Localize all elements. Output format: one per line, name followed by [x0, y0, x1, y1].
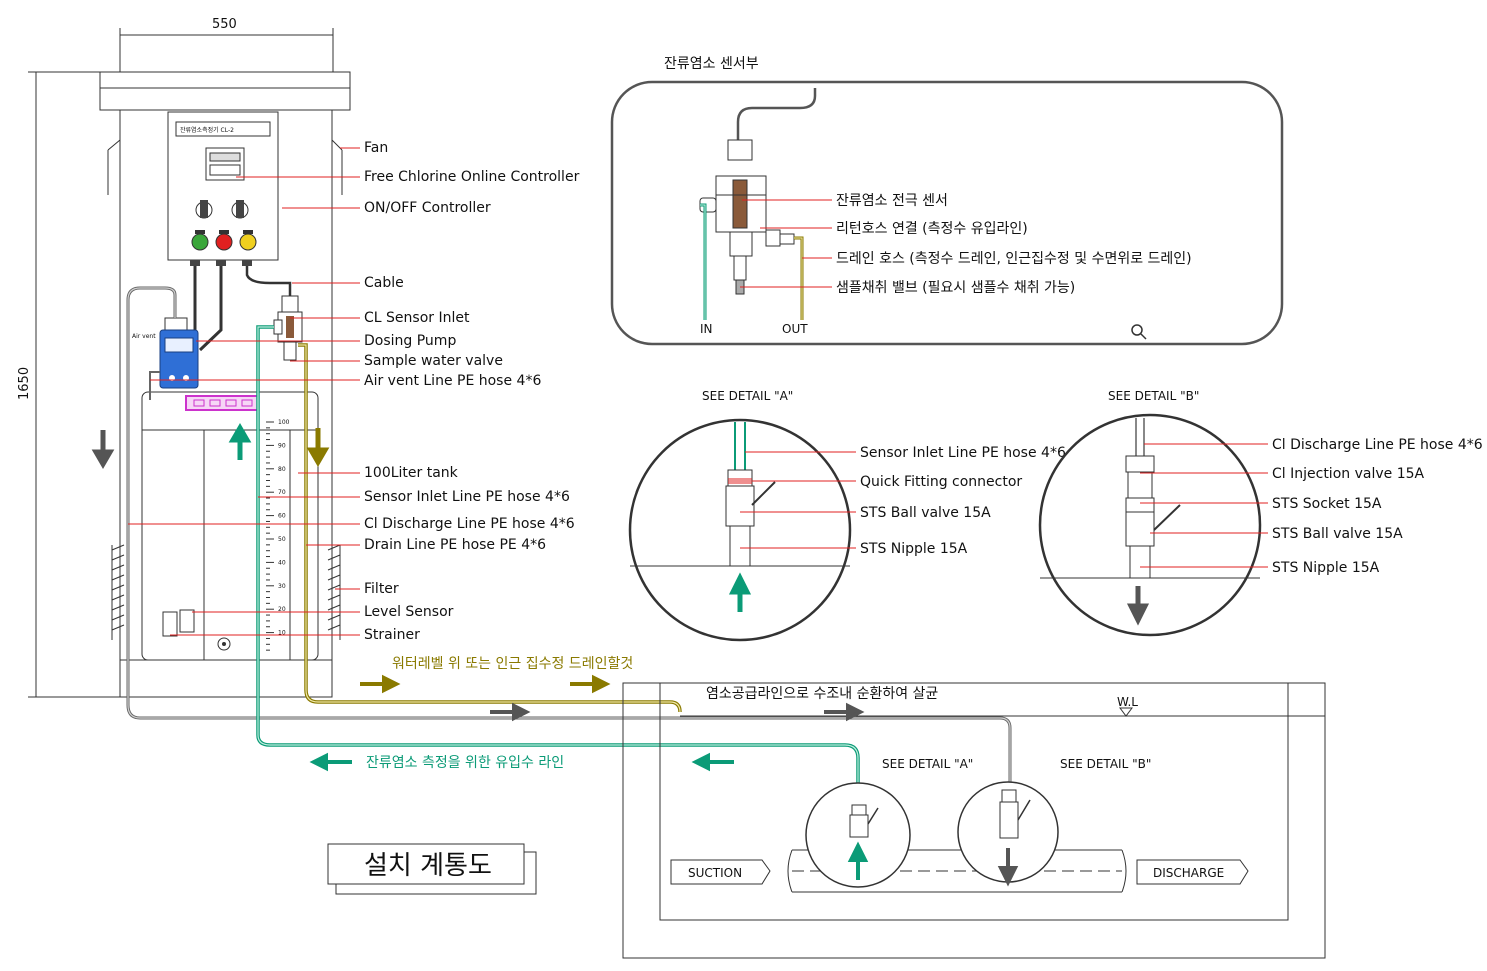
- width-dimension: 550: [212, 17, 237, 32]
- supply-note: 염소공급라인으로 수조내 순환하여 살균: [706, 686, 938, 702]
- callout-2: ON/OFF Controller: [364, 200, 491, 216]
- detail-b: SEE DETAIL "B" Cl Discharge Line PE hose…: [1038, 389, 1483, 637]
- callout-1: Free Chlorine Online Controller: [364, 169, 580, 185]
- scale-label: 100: [278, 419, 290, 426]
- detail-a-title: SEE DETAIL "A": [702, 389, 793, 403]
- air-vent-label: Air vent: [132, 333, 156, 340]
- scale-label: 20: [278, 606, 286, 613]
- callout-14: Strainer: [364, 627, 420, 643]
- callout-7: Air vent Line PE hose 4*6: [364, 373, 541, 389]
- scale-label: 80: [278, 466, 286, 473]
- detail-b-label-4: STS Ball valve 15A: [1272, 526, 1403, 542]
- callout-13: Level Sensor: [364, 604, 454, 620]
- sensor-box: 잔류염소 센서부 잔류염소 전극 센서 리턴호스 연결 (측정수 유입라인) 드…: [610, 56, 1284, 346]
- detail-a: SEE DETAIL "A" Sensor Inlet Line PE hose…: [628, 389, 1066, 642]
- flow-annotations: 워터레벨 위 또는 인근 집수정 드레인할것 염소공급라인으로 수조내 순환하여…: [309, 656, 938, 772]
- control-panel: 잔류염소측정기 CL-2: [167, 111, 279, 266]
- callout-5: Dosing Pump: [364, 333, 456, 349]
- callout-9: Sensor Inlet Line PE hose 4*6: [364, 489, 570, 505]
- cl-sensor-small: [273, 295, 303, 361]
- cabinet-flow-arrows: [91, 423, 330, 469]
- detail-b-title: SEE DETAIL "B": [1108, 389, 1199, 403]
- detail-a-label-3: STS Ball valve 15A: [860, 505, 991, 521]
- scale-label: 30: [278, 583, 286, 590]
- water-level: W.L: [1117, 695, 1138, 709]
- detail-a-label-2: Quick Fitting connector: [860, 474, 1022, 490]
- sensor-label-4: 샘플채취 밸브 (필요시 샘플수 채취 가능): [836, 280, 1075, 296]
- on-off-switch-2[interactable]: [231, 200, 249, 219]
- sensor-box-title: 잔류염소 센서부: [664, 56, 759, 72]
- detail-b-label-1: Cl Discharge Line PE hose 4*6: [1272, 437, 1483, 453]
- scale-label: 70: [278, 489, 286, 496]
- name-plate: 잔류염소측정기 CL-2: [180, 126, 234, 134]
- in-label: IN: [700, 322, 713, 336]
- scale-label: 90: [278, 442, 286, 449]
- callout-11: Drain Line PE hose PE 4*6: [364, 537, 546, 553]
- sensor-label-2: 리턴호스 연결 (측정수 유입라인): [836, 221, 1028, 237]
- callout-3: Cable: [364, 275, 404, 291]
- level-sensor-body: [179, 609, 195, 633]
- callout-12: Filter: [364, 581, 399, 597]
- hoses: [126, 286, 1012, 805]
- out-label: OUT: [782, 322, 808, 336]
- small-detail-b: SEE DETAIL "B": [1060, 757, 1151, 771]
- callout-6: Sample water valve: [364, 353, 503, 369]
- drain-note: 워터레벨 위 또는 인근 집수정 드레인할것: [392, 656, 633, 672]
- callout-4: CL Sensor Inlet: [364, 310, 470, 326]
- sensor-label-3: 드레인 호스 (측정수 드레인, 인근집수정 및 수면위로 드레인): [836, 251, 1192, 267]
- title-box: 설치 계통도: [327, 843, 537, 895]
- scale-label: 40: [278, 559, 286, 566]
- scale-label: 10: [278, 630, 286, 637]
- small-detail-a: SEE DETAIL "A": [882, 757, 973, 771]
- inlet-note: 잔류염소 측정을 위한 유입수 라인: [366, 755, 564, 771]
- water-basin: W.L SEE DETAIL "A" SEE DETAIL "B" SUCTIO…: [622, 682, 1326, 959]
- suction-label: SUCTION: [688, 866, 742, 880]
- scale-label: 60: [278, 513, 286, 520]
- diagram-title: 설치 계통도: [364, 851, 492, 881]
- strainer-body: [162, 611, 178, 637]
- detail-b-label-3: STS Socket 15A: [1272, 496, 1382, 512]
- callout-10: Cl Discharge Line PE hose 4*6: [364, 516, 575, 532]
- detail-b-label-2: Cl Injection valve 15A: [1272, 466, 1425, 482]
- magnifier-icon[interactable]: [1131, 324, 1147, 340]
- detail-a-label-1: Sensor Inlet Line PE hose 4*6: [860, 445, 1066, 461]
- red-lamp: [215, 233, 233, 251]
- callout-0: Fan: [364, 140, 388, 156]
- on-off-switch-1[interactable]: [195, 200, 213, 219]
- callout-8: 100Liter tank: [364, 465, 459, 481]
- sensor-label-1: 잔류염소 전극 센서: [836, 193, 948, 209]
- dimension-lines: 550 1650: [17, 17, 334, 698]
- yellow-lamp: [239, 233, 257, 251]
- discharge-label: DISCHARGE: [1153, 866, 1224, 880]
- dosing-pump: Air vent: [132, 317, 199, 389]
- height-dimension: 1650: [17, 367, 32, 400]
- detail-a-label-4: STS Nipple 15A: [860, 541, 968, 557]
- tank: 100 90 80 70 60 50 40 30 20 10: [141, 391, 319, 661]
- detail-b-label-5: STS Nipple 15A: [1272, 560, 1380, 576]
- scale-label: 50: [278, 536, 286, 543]
- green-lamp: [191, 233, 209, 251]
